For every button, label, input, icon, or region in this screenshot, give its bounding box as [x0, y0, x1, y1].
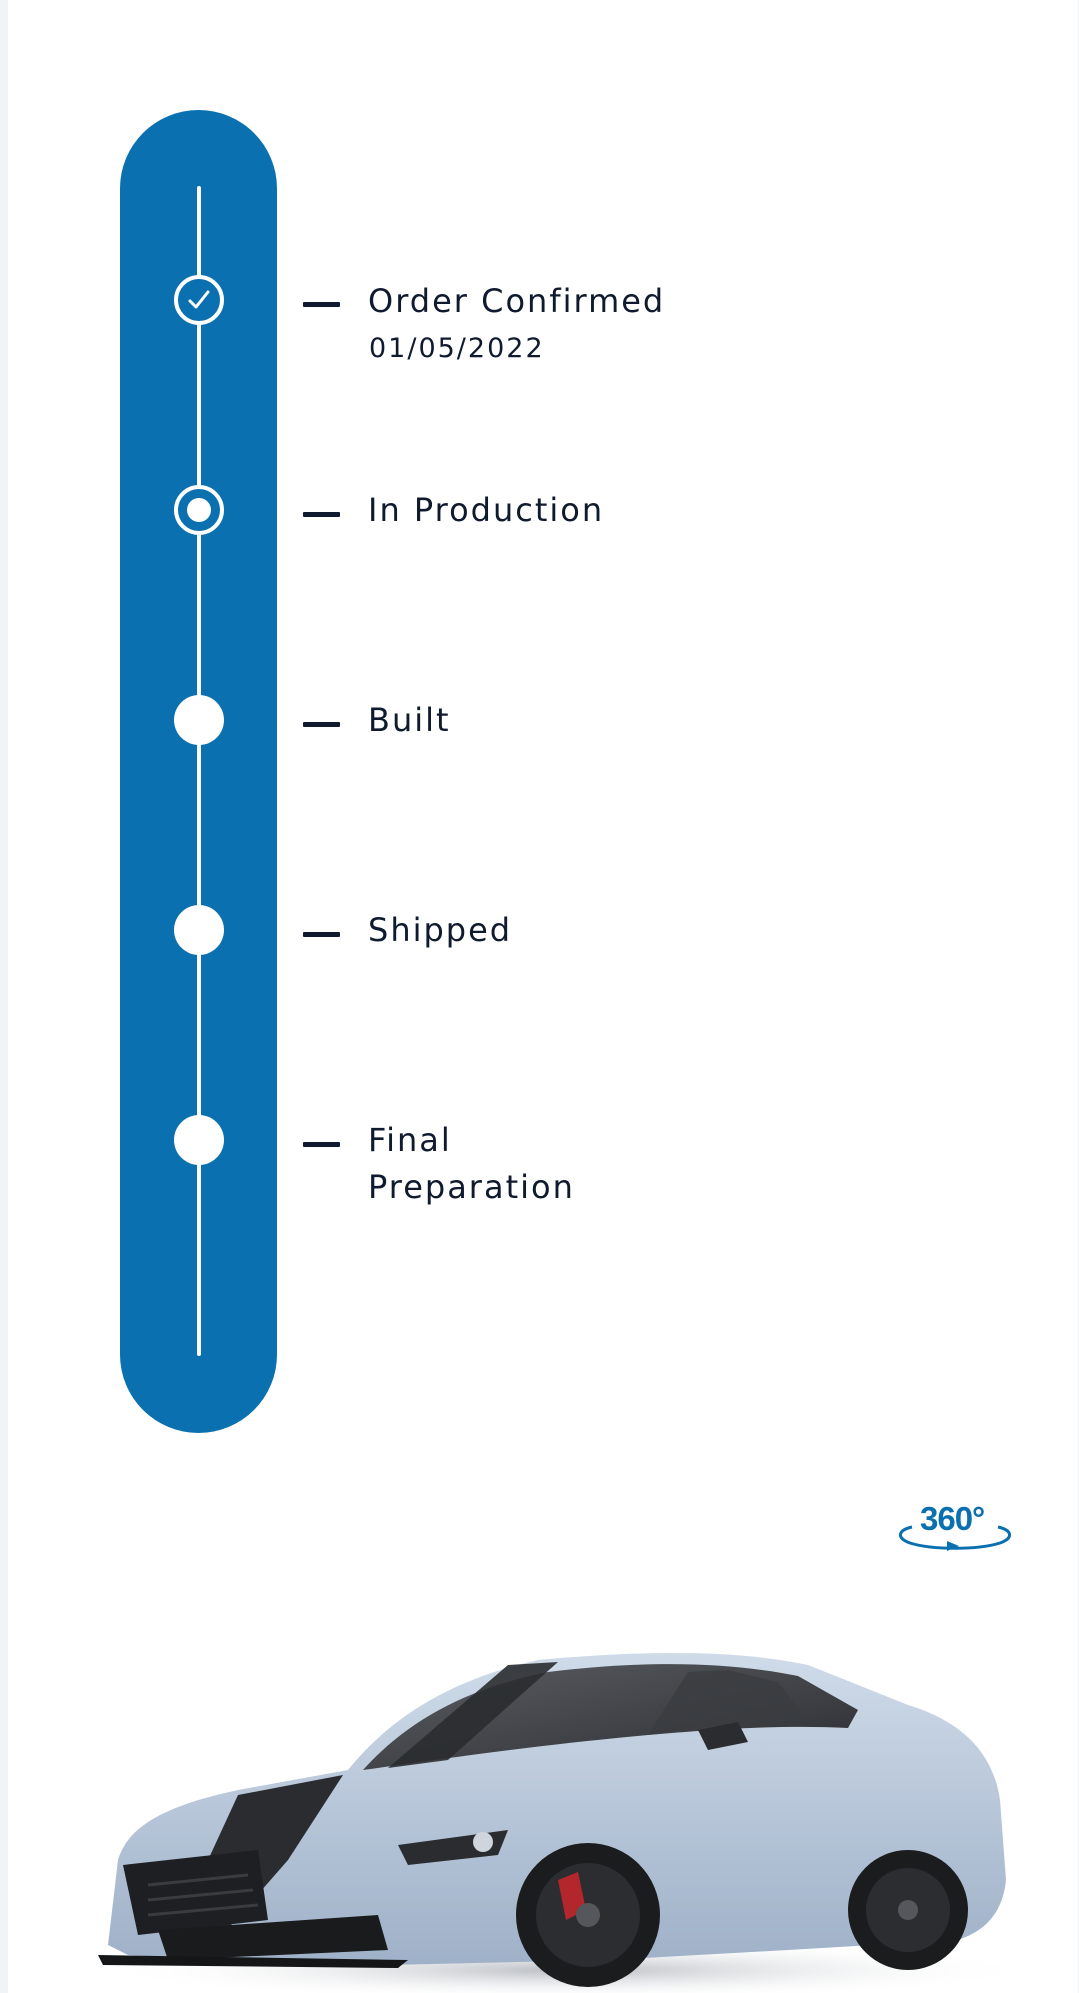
step-label-shipped: Shipped — [368, 911, 513, 949]
badge-360-text: 360° — [920, 1500, 985, 1537]
step-connector — [303, 512, 340, 517]
rotate-360-button[interactable]: 360° — [892, 1500, 1018, 1552]
step-connector — [303, 722, 340, 727]
step-label-in-production: In Production — [368, 491, 605, 529]
timeline-line — [197, 186, 201, 1356]
step-pending-icon — [174, 905, 224, 955]
step-connector — [303, 302, 340, 307]
step-label-preparation: Preparation — [368, 1168, 575, 1206]
step-label-final: Final — [368, 1121, 452, 1159]
order-tracker-page: Order Confirmed 01/05/2022 In Production… — [8, 0, 1078, 1993]
step-pending-icon — [174, 695, 224, 745]
step-pending-icon — [174, 1115, 224, 1165]
step-complete-icon — [174, 275, 224, 325]
rotate-360-icon — [899, 1525, 1011, 1551]
step-current-icon — [174, 485, 224, 535]
car-image — [98, 1653, 1038, 1993]
step-label-order-confirmed: Order Confirmed — [368, 282, 666, 320]
step-label-built: Built — [368, 701, 451, 739]
step-date: 01/05/2022 — [369, 333, 545, 364]
step-connector — [303, 932, 340, 937]
step-connector — [303, 1142, 340, 1147]
